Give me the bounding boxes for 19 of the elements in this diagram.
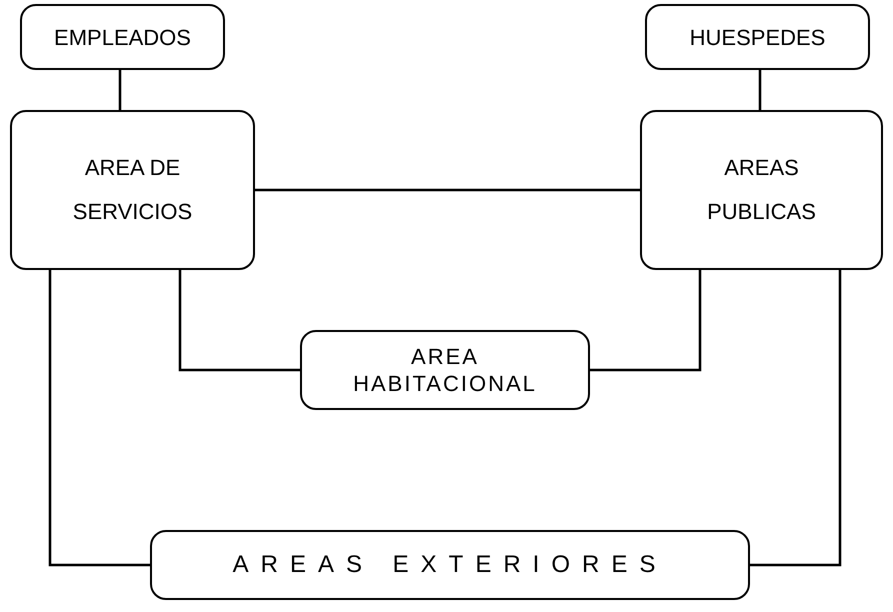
corridor-line [758, 70, 762, 110]
area-label: HUESPEDES [690, 24, 826, 52]
area-box [300, 330, 590, 410]
area-label: AREA HABITACIONAL [352, 342, 538, 398]
corridor-line [255, 188, 640, 192]
area-box [150, 530, 750, 600]
corridor-line [118, 70, 122, 110]
area-box [645, 4, 870, 70]
area-label: AREA DE SERVICIOS [72, 154, 194, 226]
area-box [20, 4, 225, 70]
corridor-line [750, 270, 842, 566]
area-label: AREAS PUBLICAS [706, 154, 817, 226]
corridor-line [590, 270, 702, 372]
area-label: EMPLEADOS [54, 24, 191, 52]
corridor-line [48, 270, 150, 566]
area-box [640, 110, 883, 270]
corridor-line [178, 270, 300, 372]
area-box [10, 110, 255, 270]
area-label: AREAS EXTERIORES [232, 550, 668, 580]
